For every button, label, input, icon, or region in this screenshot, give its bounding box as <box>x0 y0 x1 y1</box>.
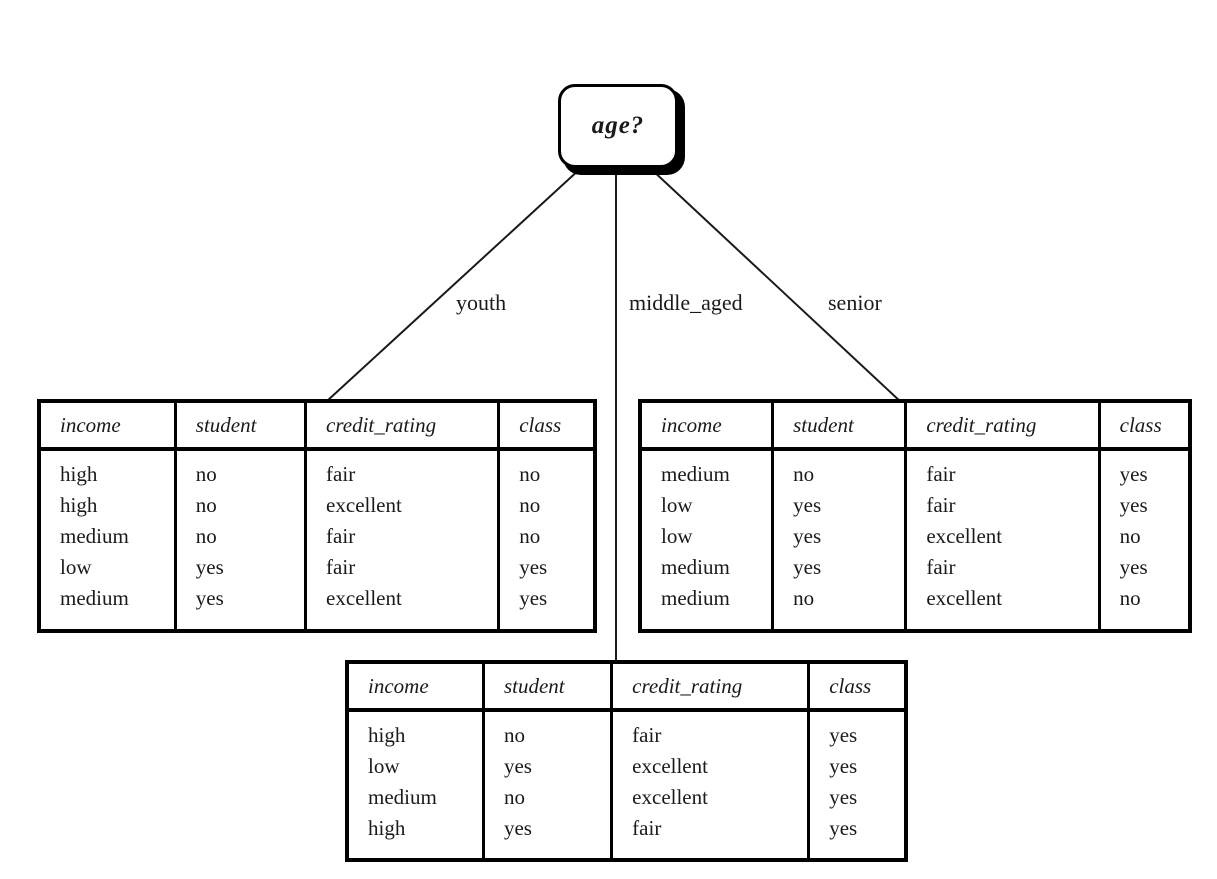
table-cell: excellent <box>632 754 708 778</box>
table-cell: high <box>368 723 406 747</box>
table-cell: yes <box>503 816 532 840</box>
column-header-class: class <box>519 412 562 437</box>
table-cell: excellent <box>326 493 402 517</box>
table-cell: yes <box>519 586 548 610</box>
table-cell: low <box>661 493 693 517</box>
column-header-credit-rating: credit_rating <box>307 403 501 447</box>
column-class: yes yes yes yes <box>810 712 904 858</box>
table-cell: yes <box>195 555 224 579</box>
table-cell: no <box>793 586 815 610</box>
column-income: high low medium high <box>349 712 485 858</box>
table-cell: no <box>1119 586 1141 610</box>
column-header-class: class <box>1119 412 1162 437</box>
column-header-income: income <box>642 403 775 447</box>
column-header-student: student <box>774 403 908 447</box>
table-cell: high <box>60 493 98 517</box>
table-cell: excellent <box>926 524 1003 548</box>
branch-line-youth <box>326 167 582 402</box>
table-cell: yes <box>1119 462 1148 486</box>
table-cell: yes <box>829 754 858 778</box>
table-cell: no <box>793 462 815 486</box>
column-header-credit-rating: credit_rating <box>907 403 1101 447</box>
table-cell: fair <box>926 462 956 486</box>
table-cell: no <box>519 493 541 517</box>
column-header-credit-rating: credit_rating <box>613 664 811 708</box>
column-credit-rating: fair excellent fair fair excellent <box>307 451 501 629</box>
table-cell: no <box>519 462 541 486</box>
table-cell: yes <box>793 555 822 579</box>
table-cell: no <box>503 785 525 809</box>
table-cell: high <box>368 816 406 840</box>
table-cell: fair <box>926 493 956 517</box>
table-cell: medium <box>661 462 730 486</box>
table-cell: yes <box>503 754 532 778</box>
column-credit-rating: fair fair excellent fair excellent <box>907 451 1101 629</box>
table-cell: high <box>60 462 98 486</box>
branch-label-youth: youth <box>456 290 507 315</box>
column-income: medium low low medium medium <box>642 451 775 629</box>
youth-partition-table: income student credit_rating class high … <box>37 399 597 633</box>
table-body: medium low low medium medium no yes yes … <box>642 451 1188 629</box>
table-header-row: income student credit_rating class <box>41 403 593 451</box>
table-cell: yes <box>1119 555 1148 579</box>
table-cell: yes <box>829 816 858 840</box>
table-cell: no <box>503 723 525 747</box>
senior-partition-table: income student credit_rating class mediu… <box>638 399 1192 633</box>
column-student: no yes yes yes no <box>774 451 908 629</box>
table-cell: no <box>195 493 217 517</box>
table-cell: no <box>1119 524 1141 548</box>
table-cell: medium <box>661 586 730 610</box>
table-cell: low <box>661 524 693 548</box>
table-body: high low medium high no yes no yes fair … <box>349 712 904 858</box>
table-cell: yes <box>793 493 822 517</box>
table-cell: yes <box>793 524 822 548</box>
column-header-student: student <box>485 664 614 708</box>
table-cell: yes <box>1119 493 1148 517</box>
table-cell: fair <box>326 555 356 579</box>
middle-aged-partition-table: income student credit_rating class high … <box>345 660 908 862</box>
table-cell: excellent <box>632 785 708 809</box>
table-cell: medium <box>661 555 730 579</box>
branch-label-middle-aged: middle_aged <box>629 290 743 315</box>
table-cell: fair <box>326 524 356 548</box>
column-header-income: income <box>41 403 177 447</box>
column-student: no yes no yes <box>485 712 614 858</box>
table-cell: medium <box>368 785 437 809</box>
table-body: high high medium low medium no no no yes… <box>41 451 593 629</box>
table-cell: fair <box>632 723 662 747</box>
table-cell: low <box>60 555 92 579</box>
table-cell: excellent <box>326 586 402 610</box>
table-cell: fair <box>326 462 356 486</box>
table-cell: fair <box>926 555 956 579</box>
table-cell: fair <box>632 816 662 840</box>
column-header-class: class <box>829 673 872 698</box>
table-cell: yes <box>829 723 858 747</box>
table-cell: medium <box>60 524 129 548</box>
table-cell: excellent <box>926 586 1003 610</box>
table-cell: yes <box>195 586 224 610</box>
table-cell: no <box>519 524 541 548</box>
table-cell: medium <box>60 586 129 610</box>
table-header-row: income student credit_rating class <box>349 664 904 712</box>
root-node-label: age? <box>591 112 645 139</box>
column-header-student: student <box>177 403 308 447</box>
table-cell: no <box>195 462 217 486</box>
column-class: yes yes no yes no <box>1101 451 1188 629</box>
column-header-income: income <box>349 664 485 708</box>
column-credit-rating: fair excellent excellent fair <box>613 712 811 858</box>
table-cell: no <box>195 524 217 548</box>
branch-line-senior <box>649 167 903 404</box>
column-student: no no no yes yes <box>177 451 308 629</box>
column-income: high high medium low medium <box>41 451 177 629</box>
table-cell: low <box>368 754 400 778</box>
table-cell: yes <box>829 785 858 809</box>
table-cell: yes <box>519 555 548 579</box>
branch-label-senior: senior <box>828 290 882 315</box>
column-class: no no no yes yes <box>500 451 593 629</box>
root-node-age: age? <box>558 84 678 168</box>
table-header-row: income student credit_rating class <box>642 403 1188 451</box>
